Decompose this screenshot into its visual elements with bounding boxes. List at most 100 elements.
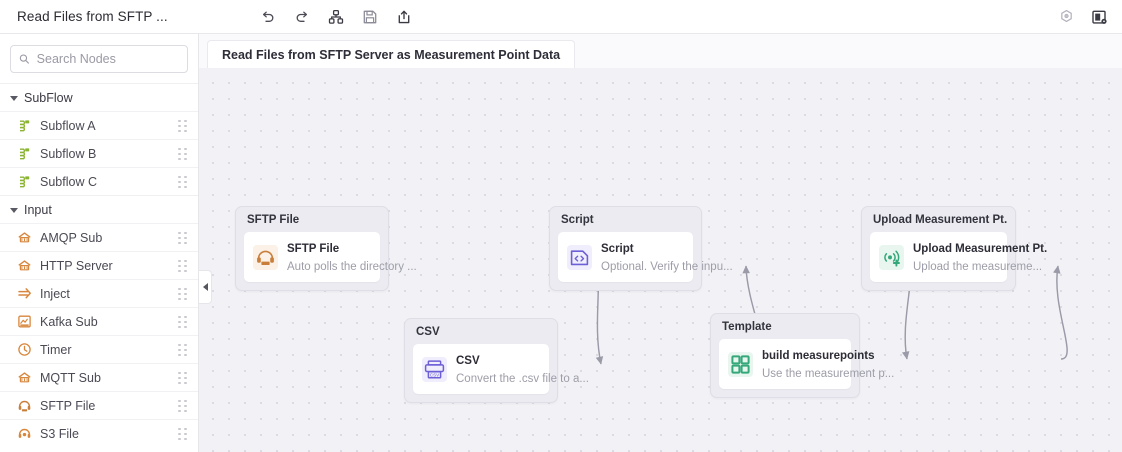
palette-item-label: AMQP Sub bbox=[40, 230, 103, 245]
palette-item-label: HTTP Server bbox=[40, 258, 113, 273]
palette-item-label: Subflow C bbox=[40, 174, 97, 189]
drag-handle[interactable] bbox=[178, 315, 188, 328]
palette-item-timer[interactable]: Timer bbox=[0, 335, 198, 363]
clock-icon bbox=[16, 342, 32, 358]
palette-item-label: Subflow B bbox=[40, 146, 97, 161]
http-icon bbox=[16, 258, 32, 274]
top-toolbar: Read Files from SFTP ... bbox=[0, 0, 1122, 34]
properties-panel-button[interactable] bbox=[1087, 5, 1112, 30]
node-group-title: Template bbox=[722, 321, 772, 333]
palette-item-label: Timer bbox=[40, 342, 72, 357]
upload-measurement-icon bbox=[878, 244, 904, 270]
palette-item-subflow-a[interactable]: Subflow A bbox=[0, 111, 198, 139]
node-card-text: Script Optional. Verify the inpu... bbox=[601, 239, 733, 275]
palette-item-mqtt-sub[interactable]: MQTT Sub bbox=[0, 363, 198, 391]
chevron-down-icon bbox=[10, 207, 18, 213]
flow-canvas[interactable]: SFTP File SFTP File bbox=[199, 68, 1122, 452]
drag-handle[interactable] bbox=[178, 119, 188, 132]
search-input[interactable] bbox=[36, 52, 179, 66]
redo-button[interactable] bbox=[290, 4, 315, 29]
drag-handle[interactable] bbox=[178, 343, 188, 356]
flow-canvas-area: Read Files from SFTP Server as Measureme… bbox=[199, 34, 1122, 452]
palette-item-label: Kafka Sub bbox=[40, 314, 98, 329]
palette-item-label: Inject bbox=[40, 286, 70, 301]
s3-icon bbox=[16, 426, 32, 442]
flow-node-upload-measurement-pt[interactable]: Upload Measurement Pt. bbox=[861, 206, 1047, 291]
flow-node-template[interactable]: Template build measur bbox=[710, 313, 894, 398]
palette-item-label: SFTP File bbox=[40, 398, 96, 413]
drag-handle[interactable] bbox=[178, 371, 188, 384]
palette-item-label: S3 File bbox=[40, 426, 79, 441]
drag-handle[interactable] bbox=[178, 259, 188, 272]
save-button[interactable] bbox=[358, 4, 383, 29]
drag-handle[interactable] bbox=[178, 287, 188, 300]
palette-item-subflow-c[interactable]: Subflow C bbox=[0, 167, 198, 195]
flow-node-script[interactable]: Script Script Optional. bbox=[549, 206, 733, 291]
drag-handle[interactable] bbox=[178, 147, 188, 160]
save-floppy-icon bbox=[363, 10, 377, 23]
node-card-text: CSV Convert the .csv file to a... bbox=[456, 351, 589, 387]
drag-handle[interactable] bbox=[178, 427, 188, 440]
palette-item-kafka-sub[interactable]: Kafka Sub bbox=[0, 307, 198, 335]
toolbar-right-actions bbox=[1054, 0, 1112, 34]
script-node-icon bbox=[566, 244, 592, 270]
node-card-text: Upload Measurement Pt. Upload the measur… bbox=[913, 239, 1047, 275]
drag-handle[interactable] bbox=[178, 399, 188, 412]
gear-icon bbox=[1061, 9, 1072, 22]
palette-item-sftp-file[interactable]: SFTP File bbox=[0, 391, 198, 419]
node-palette-sidebar: SubFlow Subflow A bbox=[0, 34, 199, 452]
chevron-left-icon bbox=[202, 283, 208, 291]
node-card-subtitle: Upload the measureme... bbox=[913, 261, 1043, 273]
flow-node-csv[interactable]: CSV CSV CSV bbox=[404, 318, 589, 403]
drag-handle[interactable] bbox=[178, 175, 188, 188]
drag-handle[interactable] bbox=[178, 231, 188, 244]
search-icon bbox=[19, 54, 29, 64]
group-header-input[interactable]: Input bbox=[0, 195, 198, 223]
undo-button[interactable] bbox=[256, 4, 281, 29]
palette-item-amqp-sub[interactable]: AMQP Sub bbox=[0, 223, 198, 251]
subflow-icon bbox=[16, 118, 32, 134]
node-card-title: CSV bbox=[456, 355, 480, 367]
node-card-title: Script bbox=[601, 243, 634, 255]
sftp-icon bbox=[16, 398, 32, 414]
redo-icon bbox=[296, 11, 308, 22]
node-card-title: build measurepoints bbox=[762, 350, 875, 362]
node-group-title: Script bbox=[561, 214, 594, 226]
palette-item-subflow-b[interactable]: Subflow B bbox=[0, 139, 198, 167]
node-card[interactable]: CSV CSV Convert the .csv file to a... bbox=[413, 344, 589, 394]
kafka-icon bbox=[16, 314, 32, 330]
undo-icon bbox=[263, 11, 274, 22]
node-card-subtitle: Auto polls the directory ... bbox=[287, 261, 417, 273]
sftp-node-icon bbox=[252, 244, 278, 270]
amqp-icon bbox=[16, 230, 32, 246]
node-group-title: SFTP File bbox=[247, 214, 300, 226]
node-card-text: build measurepoints Use the measurement … bbox=[762, 346, 894, 382]
mqtt-icon bbox=[16, 370, 32, 386]
node-card-text: SFTP File Auto polls the directory ... bbox=[287, 239, 417, 275]
palette-item-label: MQTT Sub bbox=[40, 370, 101, 385]
group-header-subflow[interactable]: SubFlow bbox=[0, 83, 198, 111]
subflow-icon bbox=[16, 146, 32, 162]
node-card[interactable]: SFTP File Auto polls the directory ... bbox=[244, 232, 417, 282]
document-title: Read Files from SFTP ... bbox=[17, 9, 168, 24]
settings-button[interactable] bbox=[1054, 5, 1079, 30]
panel-settings-icon bbox=[1092, 10, 1107, 24]
sidebar-collapse-handle[interactable] bbox=[199, 270, 212, 304]
search-box[interactable] bbox=[10, 45, 188, 73]
palette-item-http-server[interactable]: HTTP Server bbox=[0, 251, 198, 279]
palette-item-inject[interactable]: Inject bbox=[0, 279, 198, 307]
node-card[interactable]: Script Optional. Verify the inpu... bbox=[558, 232, 733, 282]
node-card-title: Upload Measurement Pt. bbox=[913, 243, 1048, 255]
flow-tab-strip: Read Files from SFTP Server as Measureme… bbox=[199, 34, 1122, 68]
node-card-subtitle: Use the measurement p... bbox=[762, 368, 895, 380]
subflow-hierarchy-button[interactable] bbox=[324, 4, 349, 29]
svg-text:CSV: CSV bbox=[429, 372, 439, 377]
flow-node-sftp-file[interactable]: SFTP File SFTP File bbox=[235, 206, 417, 291]
export-button[interactable] bbox=[392, 4, 417, 29]
node-card[interactable]: Upload Measurement Pt. Upload the measur… bbox=[870, 232, 1047, 282]
palette-item-s3-file[interactable]: S3 File bbox=[0, 419, 198, 447]
node-card[interactable]: build measurepoints Use the measurement … bbox=[719, 339, 894, 389]
tab-flow-active[interactable]: Read Files from SFTP Server as Measureme… bbox=[207, 40, 576, 68]
template-node-icon bbox=[727, 351, 753, 377]
toolbar-actions bbox=[256, 4, 417, 29]
